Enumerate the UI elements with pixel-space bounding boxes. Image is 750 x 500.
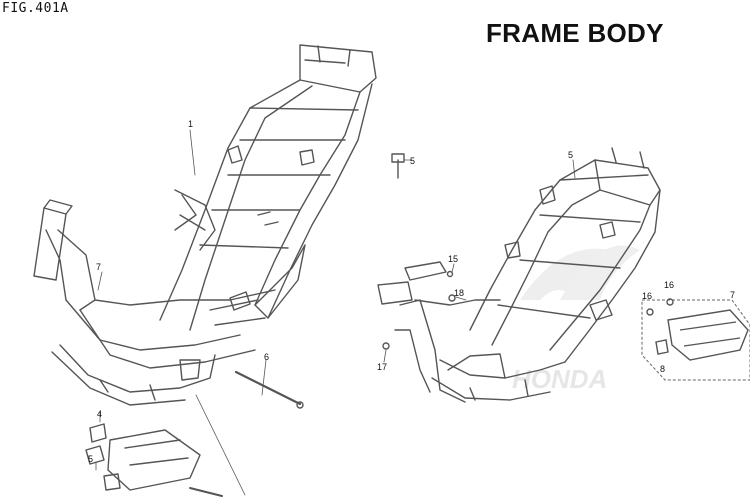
callout-17: 17: [377, 362, 387, 372]
figure-label: FIG.401A: [2, 1, 69, 16]
callout-8: 8: [660, 364, 665, 374]
diagram-title: FRAME BODY: [486, 18, 664, 48]
left-frame-body: [33, 44, 377, 497]
callout-5: 5: [88, 454, 93, 464]
callout-7: 7: [96, 262, 101, 272]
callout-5-frame: 5: [568, 150, 573, 160]
callout-16-right: 16: [664, 280, 674, 290]
callout-15: 15: [448, 254, 458, 264]
callout-16-left: 16: [642, 291, 652, 301]
callout-4: 4: [97, 409, 102, 419]
inset-parts-box: [641, 298, 750, 381]
callout-1: 1: [188, 119, 193, 129]
callout-18: 18: [454, 288, 464, 298]
right-frame-body: [377, 147, 661, 403]
callout-7-inset: 7: [730, 290, 735, 300]
callout-5-bolt: 5: [410, 156, 415, 166]
watermark-text: HONDA: [512, 364, 607, 394]
callout-6: 6: [264, 352, 269, 362]
